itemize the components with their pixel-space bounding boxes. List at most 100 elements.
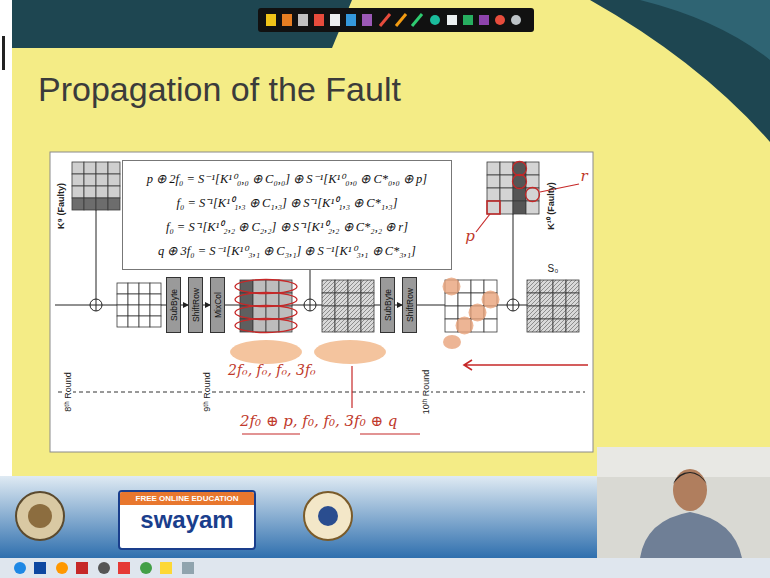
state-grid: [117, 316, 128, 327]
axis-label: K⁹ (Faulty): [56, 183, 66, 229]
state-grid: [361, 306, 374, 319]
state-grid: [150, 305, 161, 316]
state-grid: [361, 293, 374, 306]
annotation-circle: [513, 162, 527, 176]
state-grid: [253, 293, 266, 306]
axis-label: K¹⁰ (Faulty): [544, 182, 557, 230]
state-grid: [322, 293, 335, 306]
key-grid: [487, 175, 500, 188]
highlight-circle: [482, 291, 500, 309]
equation-text: f₀ = S⁻¹[K¹⁰₂,₂ ⊕ C₂,₂] ⊕ S⁻¹[K¹⁰₂,₂ ⊕ C…: [131, 215, 443, 239]
wire: [55, 305, 117, 306]
equation-text: q ⊕ 3f₀ = S⁻¹[K¹⁰₃,₁ ⊕ C₃,₁] ⊕ S⁻¹[K¹⁰₃,…: [131, 239, 443, 263]
highlight-circle: [443, 335, 461, 349]
xor-symbol: [304, 299, 316, 311]
xor-symbol: [90, 299, 102, 311]
operation-box: SubByte: [166, 277, 181, 333]
state-grid: [322, 280, 335, 293]
state-grid: [322, 306, 335, 319]
operation-label: SubByte: [383, 289, 393, 321]
state-grid: [527, 319, 540, 332]
annotation-text: p: [465, 227, 475, 245]
wire: [513, 214, 514, 299]
key-grid: [526, 162, 539, 175]
key-grid: [72, 186, 84, 198]
operation-box: ShiftRow: [402, 277, 417, 333]
annotation-text: 2f₀, f₀, f₀, 3f₀: [228, 362, 316, 378]
operation-label: ShiftRow: [191, 288, 201, 322]
state-grid: [361, 319, 374, 332]
state-grid: [335, 280, 348, 293]
state-grid: [445, 306, 458, 319]
operation-label: SubByte: [169, 289, 179, 321]
state-grid: [253, 319, 266, 332]
state-grid: [266, 319, 279, 332]
state-grid: [553, 319, 566, 332]
state-grid: [150, 316, 161, 327]
key-grid: [513, 162, 526, 175]
key-grid: [72, 198, 84, 210]
state-grid: [139, 316, 150, 327]
state-grid: [128, 316, 139, 327]
axis-label: 10ᵗʰ Round: [421, 368, 431, 416]
key-grid: [96, 162, 108, 174]
key-grid: [487, 201, 500, 214]
key-grid: [526, 188, 539, 201]
key-grid: [96, 174, 108, 186]
slide-title: Propagation of the Fault: [38, 70, 401, 109]
logo-badge: FREE ONLINE EDUCATIONswayam: [118, 490, 256, 550]
state-grid: [117, 283, 128, 294]
state-grid: [566, 306, 579, 319]
key-grid: [487, 162, 500, 175]
operation-box: MixCol: [210, 277, 225, 333]
annotation-ellipse: [235, 319, 297, 333]
key-grid: [108, 198, 120, 210]
annotation-ellipse: [235, 280, 297, 294]
state-grid: [553, 280, 566, 293]
annotation-circle: [526, 188, 540, 202]
state-grid: [527, 280, 540, 293]
highlight-ellipse: [230, 340, 302, 364]
leader-line: [351, 366, 352, 408]
operation-box: ShiftRow: [188, 277, 203, 333]
state-grid: [361, 280, 374, 293]
key-grid: [500, 201, 513, 214]
annotation-text: r: [580, 167, 587, 185]
annotation-circle: [513, 175, 527, 189]
annotation-ellipse: [235, 293, 297, 307]
state-grid: [117, 305, 128, 316]
round-separator: [58, 392, 585, 393]
state-grid: [348, 319, 361, 332]
key-grid: [84, 186, 96, 198]
key-grid: [513, 201, 526, 214]
xor-symbol: [304, 299, 316, 311]
key-grid: [96, 186, 108, 198]
state-grid: [527, 293, 540, 306]
key-grid: [513, 188, 526, 201]
state-grid: [266, 280, 279, 293]
annotation-arrow: [464, 360, 588, 370]
annotation-box: [487, 201, 500, 214]
key-grid: [72, 162, 84, 174]
state-grid: [150, 294, 161, 305]
state-grid: [117, 294, 128, 305]
key-grid: [84, 162, 96, 174]
state-grid: [335, 293, 348, 306]
key-grid: [526, 175, 539, 188]
state-grid: [335, 319, 348, 332]
state-grid: [540, 293, 553, 306]
key-grid: [526, 201, 539, 214]
state-grid: [348, 293, 361, 306]
state-grid: [139, 305, 150, 316]
key-grid: [487, 188, 500, 201]
xor-symbol: [507, 299, 519, 311]
operation-label: ShiftRow: [405, 288, 415, 322]
highlight-circle: [456, 317, 474, 335]
highlight-ellipse: [314, 340, 386, 364]
key-grid: [500, 162, 513, 175]
connector-arrow: [203, 305, 210, 306]
state-grid: [348, 306, 361, 319]
equation-text: p ⊕ 2f₀ = S⁻¹[K¹⁰₀,₀ ⊕ C₀,₀] ⊕ S⁻¹[K¹⁰₀,…: [131, 167, 443, 191]
xor-symbol: [507, 299, 519, 311]
